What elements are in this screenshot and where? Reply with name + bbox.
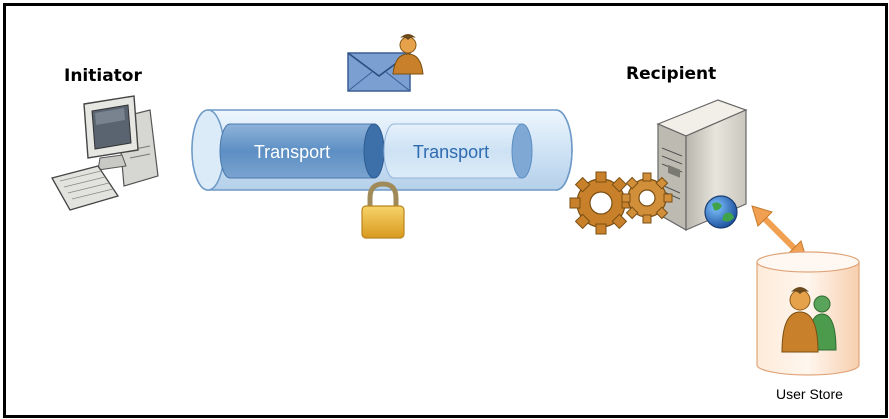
diagram-frame	[3, 3, 888, 418]
globe-icon	[704, 195, 738, 229]
envelope-user-icon	[347, 34, 424, 92]
transport-segment-2: Transport	[383, 123, 533, 179]
transport-segment-1: Transport	[219, 123, 385, 179]
recipient-label: Recipient	[626, 64, 717, 84]
user-store-label: User Store	[776, 386, 843, 402]
users-icon	[781, 287, 837, 353]
transport-label-2: Transport	[413, 142, 489, 162]
gears-icon	[569, 171, 673, 235]
database-cylinder-icon	[756, 251, 860, 376]
padlock-icon	[361, 181, 405, 239]
initiator-label: Initiator	[64, 66, 142, 86]
transport-label-1: Transport	[254, 142, 330, 162]
computer-icon	[51, 95, 159, 211]
